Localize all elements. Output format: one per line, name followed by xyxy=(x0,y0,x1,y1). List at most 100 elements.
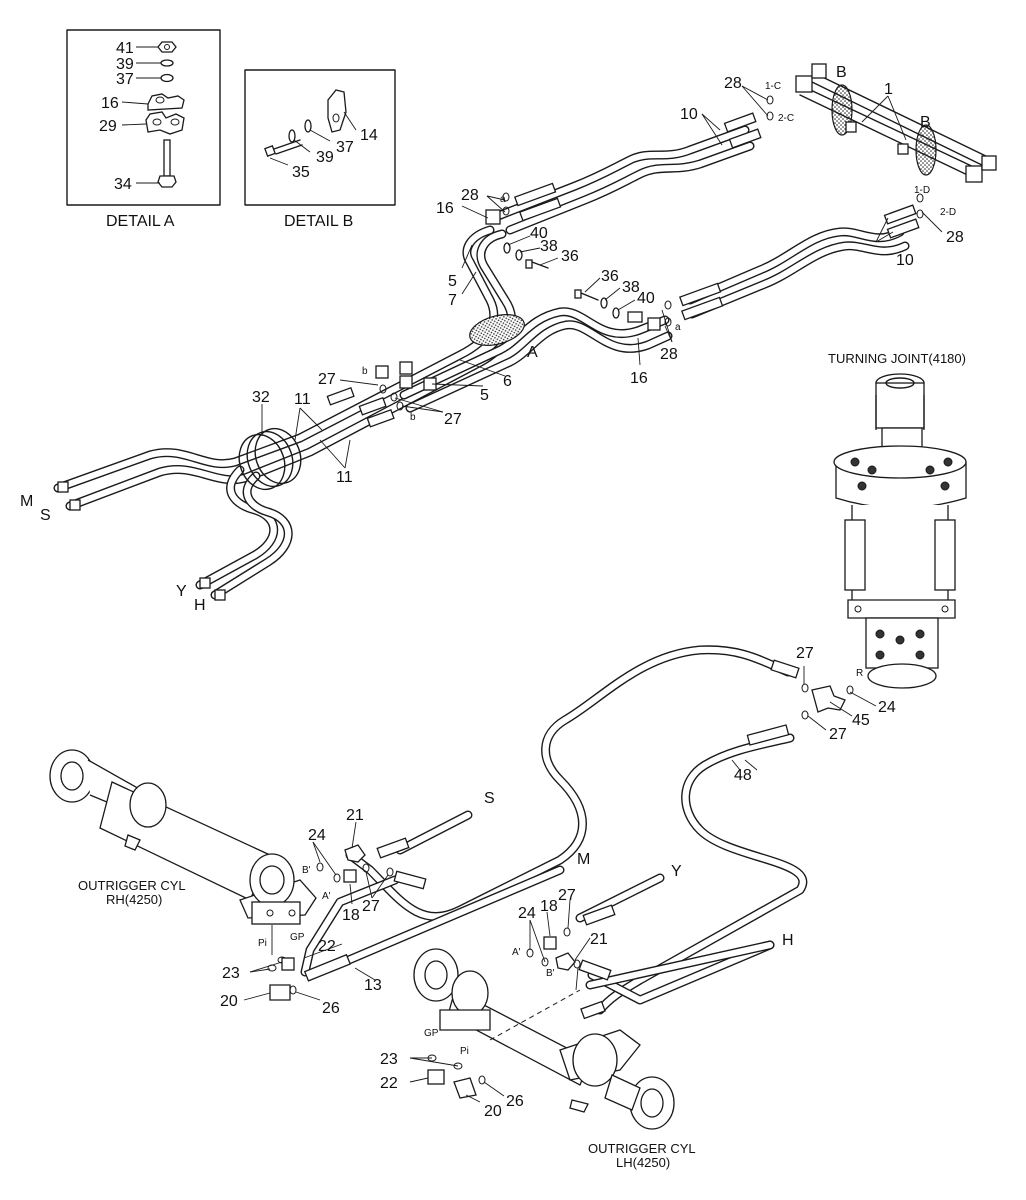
part-callouts: 1 10 10 28 28 28 28 16 16 40 40 38 38 36… xyxy=(220,75,964,1120)
pipe-ends-left xyxy=(57,481,226,601)
callout-27-tj-lower: 27 xyxy=(829,726,847,743)
nut-41-icon xyxy=(157,41,177,53)
clamp-a-marker xyxy=(469,314,525,346)
detail-b-callout-39: 39 xyxy=(316,149,334,166)
clamp-14-icon xyxy=(327,89,347,133)
port-label-1d: 1-D xyxy=(914,185,930,196)
detail-b-callout-14: 14 xyxy=(360,127,378,144)
callout-26-lh: 26 xyxy=(506,1093,524,1110)
callout-20-rh: 20 xyxy=(220,993,238,1010)
washer-37-b-icon xyxy=(304,119,312,133)
callout-27-upper-right: 27 xyxy=(444,411,462,428)
port-label-b-1: B xyxy=(836,64,847,81)
callout-36-upper: 36 xyxy=(561,248,579,265)
detail-a-callout-39: 39 xyxy=(116,56,134,73)
turning-joint xyxy=(833,373,967,689)
port-label-2d: 2-D xyxy=(940,207,956,218)
callout-5-upper: 5 xyxy=(448,273,457,290)
callout-38-upper: 38 xyxy=(540,238,558,255)
steel-pipe-bundle xyxy=(53,125,910,600)
detail-a-callout-16: 16 xyxy=(101,95,119,112)
port-label-b-lower-2: b xyxy=(410,412,416,423)
port-label-a: A xyxy=(527,344,538,361)
port-label-gp-rh: GP xyxy=(290,932,305,943)
detail-b-callout-37: 37 xyxy=(336,139,354,156)
callout-7: 7 xyxy=(448,292,457,309)
port-label-m-lower: M xyxy=(577,851,590,868)
bolt-34-icon xyxy=(157,139,177,188)
turning-joint-caption: TURNING JOINT(4180) xyxy=(828,351,966,366)
callout-27-lh-upper: 27 xyxy=(558,887,576,904)
callout-21-rh: 21 xyxy=(346,807,364,824)
callout-38-lower: 38 xyxy=(622,279,640,296)
port-label-a-lower: a xyxy=(675,322,681,333)
callout-27-rh: 27 xyxy=(362,898,380,915)
detail-b-title: DETAIL B xyxy=(284,213,353,230)
callout-1: 1 xyxy=(884,81,893,98)
bolt-35-icon xyxy=(264,139,303,157)
callout-40-lower: 40 xyxy=(637,290,655,307)
callout-28-b: 28 xyxy=(946,229,964,246)
outrigger-rh-caption-1: OUTRIGGER CYL xyxy=(78,878,186,893)
callout-24-rh: 24 xyxy=(308,827,326,844)
bolt-set-lower xyxy=(574,289,643,323)
port-label-bprime-lh: B' xyxy=(546,968,555,979)
manifold-pipe-1 xyxy=(795,63,997,183)
clamp-16-icon xyxy=(147,93,185,111)
port-label-m-left: M xyxy=(20,493,33,510)
callout-11-upper: 11 xyxy=(294,391,311,408)
clamp-32-icon xyxy=(238,427,302,491)
washer-39-b-icon xyxy=(288,129,296,143)
detail-a-box: 41 39 37 16 29 34 xyxy=(66,29,221,206)
port-label-b-lower-1: b xyxy=(362,366,368,377)
o-rings xyxy=(379,95,924,411)
washer-37-icon xyxy=(160,73,174,83)
lower-hoses xyxy=(300,645,808,1015)
port-label-gp-lh: GP xyxy=(424,1028,439,1039)
port-label-s-lower: S xyxy=(484,790,495,807)
port-label-a-upper: a xyxy=(500,194,506,205)
port-label-s-left: S xyxy=(40,507,51,524)
lower-hose-fittings xyxy=(303,659,854,1020)
port-label-aprime-lh: A' xyxy=(512,947,521,958)
hose-fittings xyxy=(326,112,920,428)
callout-36-lower: 36 xyxy=(601,268,619,285)
clamp-29-icon xyxy=(145,111,185,135)
detail-a-callout-34: 34 xyxy=(114,176,132,193)
outrigger-cylinder-lh xyxy=(413,948,675,1130)
callout-28-c: 28 xyxy=(461,187,479,204)
port-label-1c: 1-C xyxy=(765,81,781,92)
detail-b-callout-35: 35 xyxy=(292,164,310,181)
washer-39-icon xyxy=(160,59,174,67)
port-label-b-2: B xyxy=(920,114,931,131)
callout-48: 48 xyxy=(734,767,752,784)
callout-5-lower: 5 xyxy=(480,387,489,404)
outrigger-lh-caption-2: LH(4250) xyxy=(616,1155,670,1170)
detail-a-callout-29: 29 xyxy=(99,118,117,135)
callout-32: 32 xyxy=(252,389,270,406)
callout-26-rh: 26 xyxy=(322,1000,340,1017)
port-label-y-lower: Y xyxy=(671,863,682,880)
callout-10-lower: 10 xyxy=(896,252,914,269)
callout-45: 45 xyxy=(852,712,870,729)
port-label-bprime-rh: B' xyxy=(302,865,311,876)
callout-18-rh: 18 xyxy=(342,907,360,924)
port-label-pi-rh: Pi xyxy=(258,938,267,949)
callout-18-lh: 18 xyxy=(540,898,558,915)
callout-24-lh: 24 xyxy=(518,905,536,922)
callout-22-rh: 22 xyxy=(318,938,336,955)
callout-21-lh: 21 xyxy=(590,931,608,948)
detail-b-box: 14 37 39 35 xyxy=(244,69,396,206)
callout-13: 13 xyxy=(364,977,382,994)
detail-a-title: DETAIL A xyxy=(106,213,175,230)
outrigger-cylinder-rh xyxy=(49,749,317,955)
outrigger-rh-fittings xyxy=(267,844,394,1001)
callout-16-lower: 16 xyxy=(630,370,648,387)
detail-a-callout-41: 41 xyxy=(116,40,134,57)
callout-24-tj: 24 xyxy=(878,699,896,716)
outrigger-rh-caption-2: RH(4250) xyxy=(106,892,162,907)
callout-6: 6 xyxy=(503,373,512,390)
callout-23-lh: 23 xyxy=(380,1051,398,1068)
outrigger-lh-fittings xyxy=(427,927,581,1099)
